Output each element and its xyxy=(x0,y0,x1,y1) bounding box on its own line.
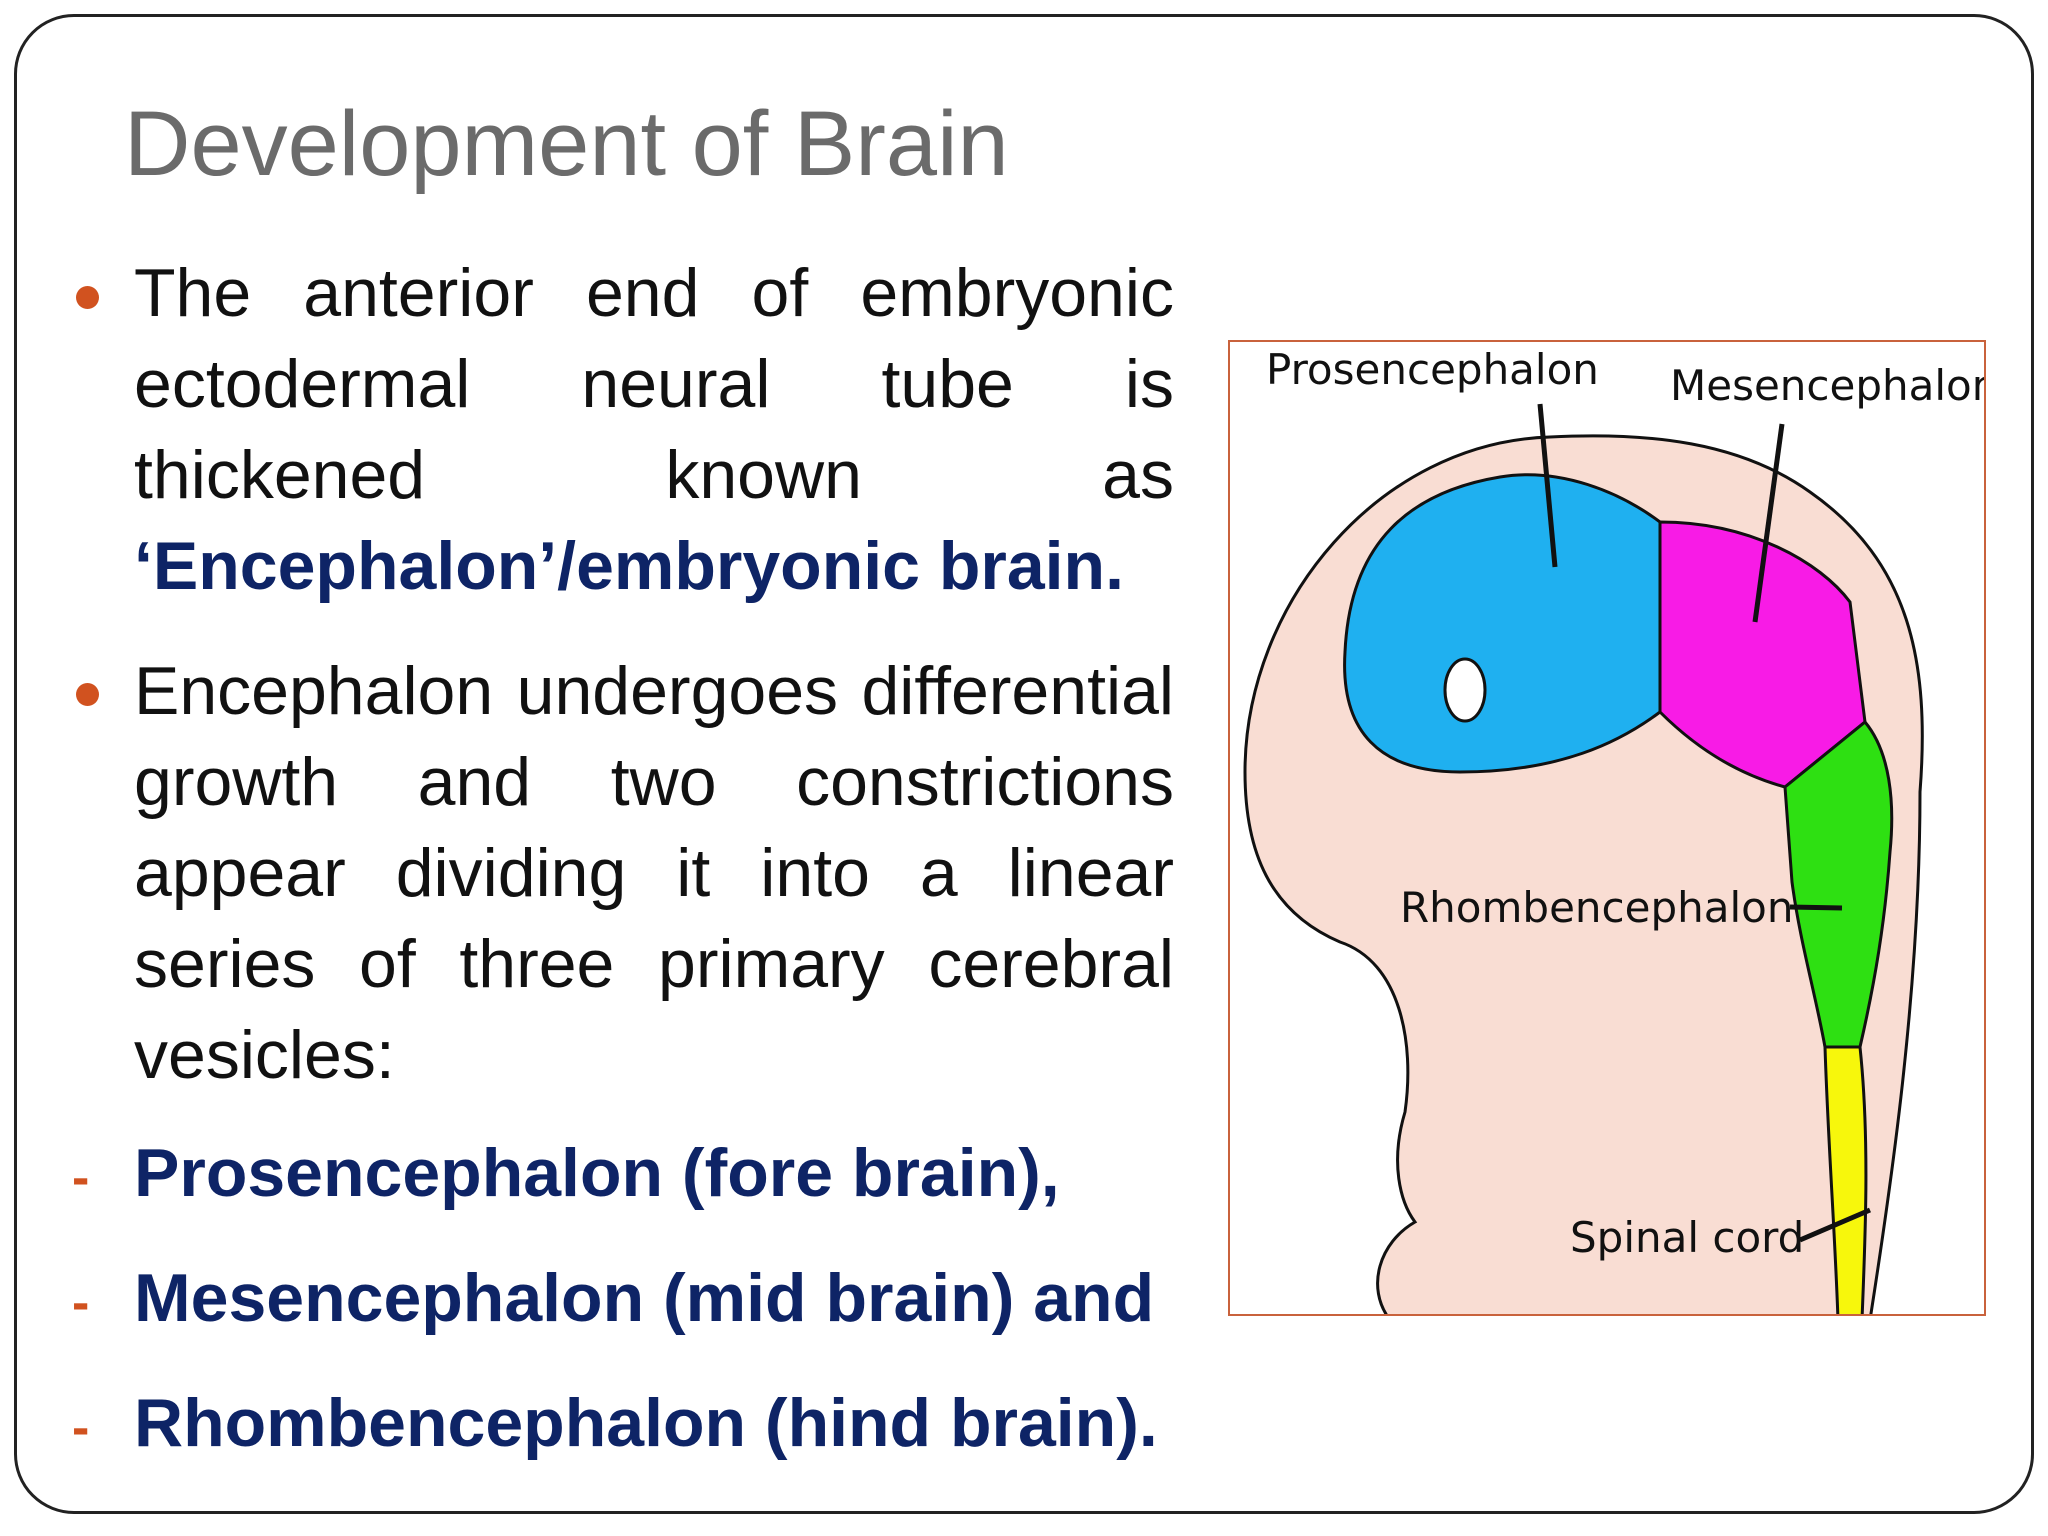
brain-diagram-svg: Prosencephalon Mesencephalon Rhombenceph… xyxy=(1243,345,1986,1314)
bullet-1-text: The anterior end of embryonic ectodermal… xyxy=(134,255,1174,513)
brain-diagram: Prosencephalon Mesencephalon Rhombenceph… xyxy=(1228,340,1986,1316)
mesencephalon-region xyxy=(1658,520,1867,789)
leader-line-mesencephalon xyxy=(1752,423,1785,623)
spinal-cord-region xyxy=(1823,1045,1868,1314)
dash-marker: - xyxy=(72,1399,90,1457)
leader-line-prosencephalon xyxy=(1537,403,1558,568)
label-mesencephalon: Mesencephalon xyxy=(1670,361,1986,410)
rhombencephalon-region xyxy=(1783,719,1894,1049)
bullet-2-text: Encephalon undergoes differential growth… xyxy=(134,653,1174,1093)
optic-vesicle xyxy=(1443,657,1487,723)
dash-item-mesencephalon: Mesencephalon (mid brain) and xyxy=(134,1260,1155,1336)
dash-marker: - xyxy=(72,1274,90,1332)
dash-item-prosencephalon: Prosencephalon (fore brain), xyxy=(134,1135,1060,1211)
leader-line-spinal-cord xyxy=(1799,1207,1871,1243)
dash-marker: - xyxy=(72,1149,90,1207)
label-rhombencephalon: Rhombencephalon xyxy=(1400,883,1793,932)
dash-item-rhombencephalon: Rhombencephalon (hind brain). xyxy=(134,1385,1158,1461)
prosencephalon-region xyxy=(1343,473,1662,774)
bullet-2: Encephalon undergoes differential growth… xyxy=(134,646,1174,1101)
slide-title: Development of Brain xyxy=(124,93,1009,195)
label-spinal-cord: Spinal cord xyxy=(1570,1213,1804,1262)
bullet-marker xyxy=(76,286,99,309)
bullet-marker xyxy=(76,683,99,706)
bullet-1-emphasis: ‘Encephalon’/embryonic brain. xyxy=(134,528,1124,604)
leader-line-rhombencephalon xyxy=(1789,904,1843,911)
bullet-1: The anterior end of embryonic ectodermal… xyxy=(134,248,1174,612)
label-prosencephalon: Prosencephalon xyxy=(1266,345,1599,394)
